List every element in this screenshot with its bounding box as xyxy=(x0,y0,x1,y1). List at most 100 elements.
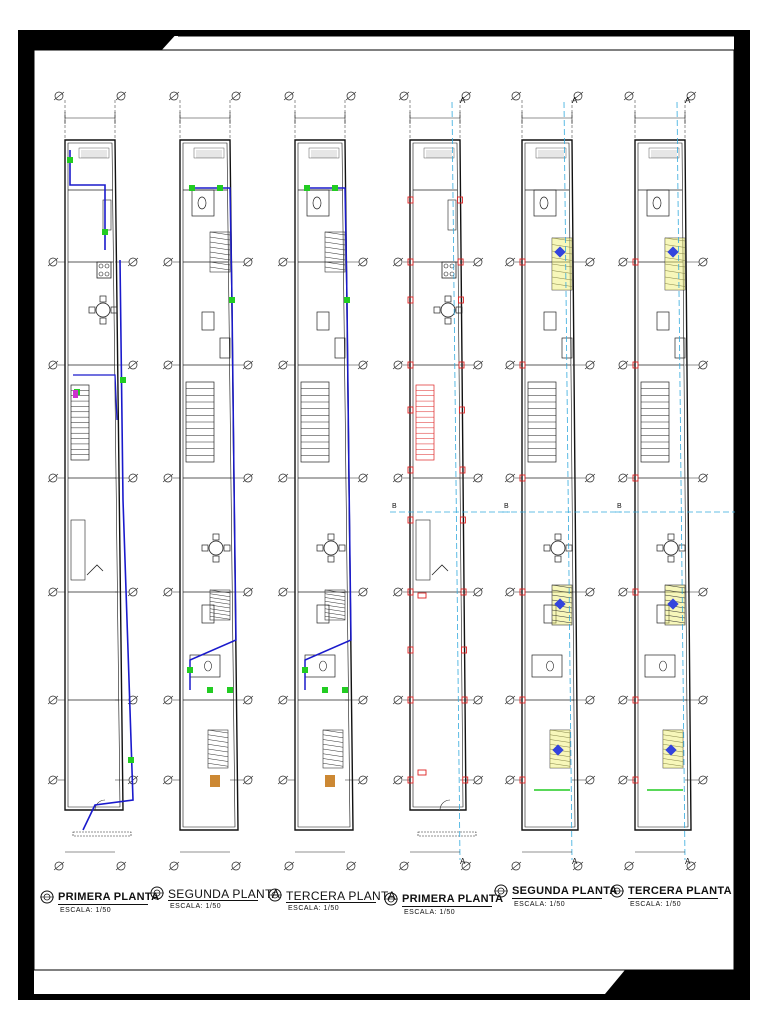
bed-outline xyxy=(209,589,231,621)
bed-hatch-line xyxy=(207,762,229,767)
dining-table xyxy=(95,302,111,318)
grid-axis-tick xyxy=(504,587,516,597)
dining-chair xyxy=(316,544,324,552)
grid-axis-tick xyxy=(617,775,629,785)
bed-hatch-line xyxy=(324,241,346,246)
storage-shelf xyxy=(70,519,86,581)
frame-right-bar xyxy=(734,30,750,1000)
stove-burner xyxy=(443,271,449,277)
grid-axis-tick xyxy=(697,695,709,705)
bed-hatch-line xyxy=(209,612,231,616)
bed-hatch-line xyxy=(209,246,231,251)
bed-hatch-line xyxy=(664,283,686,287)
dining-chair xyxy=(667,555,675,563)
grid-axis-tick xyxy=(47,695,59,705)
room-label-box xyxy=(308,147,340,159)
plan-scale: ESCALA: 1/50 xyxy=(630,901,682,908)
valve-marker xyxy=(128,757,134,763)
electrical-outlet xyxy=(407,196,414,204)
plan-title: TERCERA PLANTA xyxy=(286,889,397,903)
bed-outline xyxy=(662,729,684,769)
valve-marker xyxy=(189,185,195,191)
drawing-area xyxy=(33,49,735,971)
bed-hatch-line xyxy=(209,236,231,241)
bed-hatch-line xyxy=(324,266,346,271)
room-label-box xyxy=(193,147,225,159)
grid-axis-tick xyxy=(392,695,404,705)
lamp-symbol xyxy=(667,598,679,610)
grid-axis-tick xyxy=(242,257,254,267)
bed-outline xyxy=(324,589,346,621)
electrical-outlet xyxy=(632,696,639,704)
grid-axis-tick xyxy=(230,91,242,101)
valve-marker xyxy=(120,377,126,383)
valve-marker xyxy=(342,687,348,693)
grid-axis-tick xyxy=(357,360,369,370)
floor-plan-2 xyxy=(162,91,254,871)
grid-axis-bubble xyxy=(618,695,628,705)
plan-title-block: SEGUNDA PLANTA ESCALA: 1/50 xyxy=(494,882,617,918)
frame-bottom-bar xyxy=(18,994,750,1000)
bed-hatch-line xyxy=(664,594,686,599)
grid-axis-bubble xyxy=(686,861,696,871)
grid-axis-tick xyxy=(357,587,369,597)
bed-hatch-line xyxy=(324,246,346,251)
bed-hatch-line xyxy=(549,762,571,767)
bed-hatch-line xyxy=(209,231,231,236)
storage-shelf xyxy=(415,519,431,581)
grid-axis-bubble xyxy=(231,861,241,871)
wardrobe xyxy=(201,311,215,331)
bed-hatch-line xyxy=(324,593,346,598)
switch-panel xyxy=(417,592,427,599)
bed-hatch-line xyxy=(209,593,231,598)
bed-hatch-line xyxy=(664,237,686,242)
grid-axis-bubble xyxy=(163,695,173,705)
bed-hatch-line xyxy=(324,236,346,241)
bed-hatch-line xyxy=(551,283,573,287)
grid-axis-tick xyxy=(242,473,254,483)
bed-hatch-line xyxy=(549,753,571,758)
stove-burner xyxy=(98,271,104,277)
dining-chair xyxy=(455,306,463,314)
bed-hatch-line xyxy=(662,753,684,758)
bed-hatch-line xyxy=(551,614,573,619)
valve-marker xyxy=(332,185,338,191)
bed-hatch-line xyxy=(209,604,231,609)
electrical-outlet xyxy=(632,361,639,369)
grid-axis-tick xyxy=(230,861,242,871)
section-label-a-top: A xyxy=(572,96,578,105)
north-target-icon xyxy=(40,890,54,904)
grid-axis-tick xyxy=(127,587,139,597)
sidewalk xyxy=(72,831,132,837)
wardrobe xyxy=(316,311,330,331)
bed-hatch-line xyxy=(207,739,229,743)
bed-hatch-line xyxy=(664,276,686,281)
bed-hatch-line xyxy=(662,739,684,743)
dining-chair xyxy=(99,295,107,303)
water-pipe-branch xyxy=(73,374,118,421)
bed-hatch-line xyxy=(209,256,231,261)
grid-axis-bubble xyxy=(346,91,356,101)
bed-hatch-line xyxy=(209,597,231,601)
electrical-outlet xyxy=(407,466,414,474)
plan-scale: ESCALA: 1/50 xyxy=(514,901,566,908)
grid-axis-tick xyxy=(53,91,65,101)
exterior-wall xyxy=(179,139,239,831)
grid-axis-tick xyxy=(162,695,174,705)
room-label-box xyxy=(78,147,110,159)
grid-axis-tick xyxy=(392,587,404,597)
dining-chair xyxy=(656,544,664,552)
electrical-outlet xyxy=(519,696,526,704)
electrical-outlet xyxy=(519,474,526,482)
valve-marker xyxy=(229,297,235,303)
floor-plan-1 xyxy=(47,91,139,871)
bed-hatch-line xyxy=(551,270,573,274)
toilet xyxy=(319,660,327,672)
grid-axis-tick xyxy=(617,257,629,267)
electrical-outlet xyxy=(457,258,464,266)
electrical-outlet xyxy=(407,776,414,784)
electrical-outlet xyxy=(407,258,414,266)
plan-title-block: SEGUNDA PLANTA ESCALA: 1/50 xyxy=(150,884,280,920)
dining-table xyxy=(663,540,679,556)
grid-axis-tick xyxy=(168,91,180,101)
